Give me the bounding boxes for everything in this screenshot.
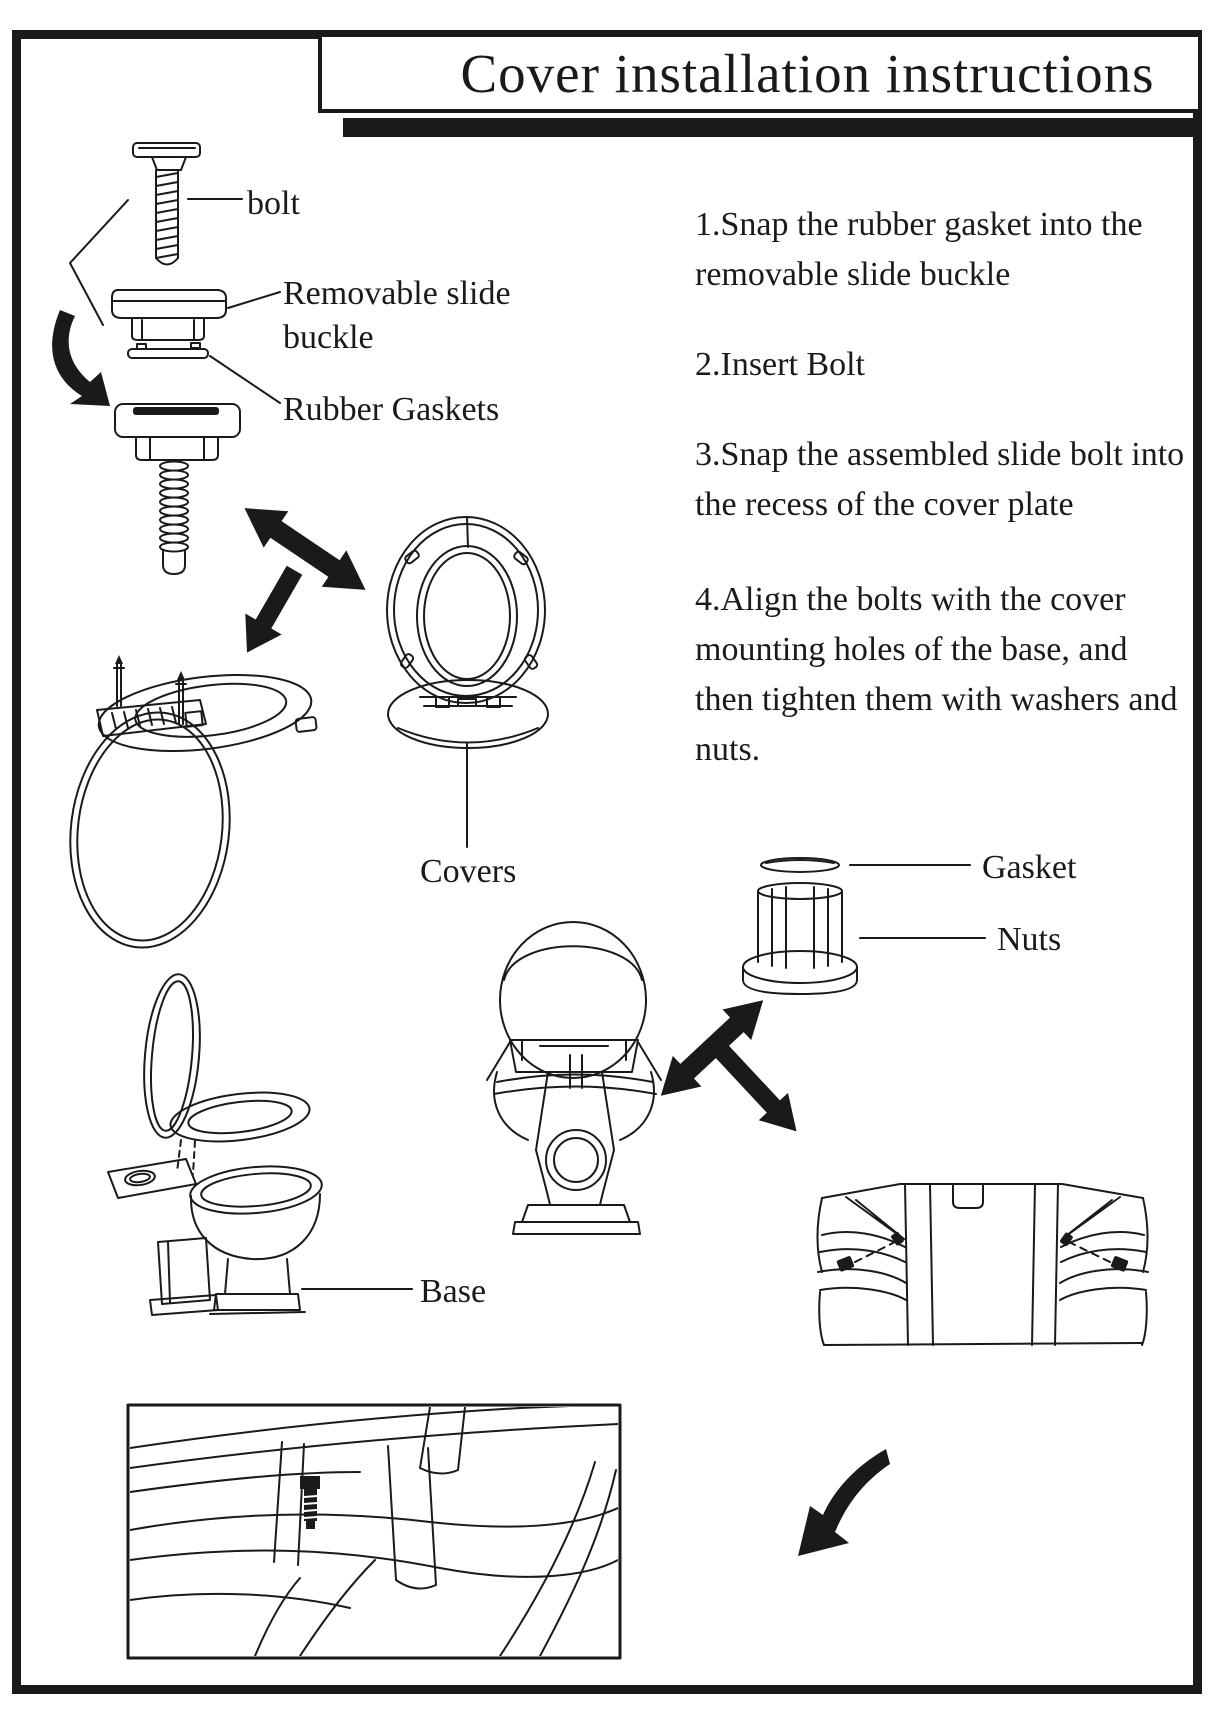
leader-line-rubber-gaskets [209,355,281,404]
rubber-gasket-drawing [127,342,209,359]
instruction-step-2: 2.Insert Bolt [695,346,865,383]
double-arrow-lower-icon [660,1000,764,1096]
title-underline-bar [343,118,1197,137]
label-base: Base [420,1273,487,1310]
label-removable-slide-buckle: Removable slide buckle [283,275,511,356]
instruction-step-3: 3.Snap the assembled slide bolt into the… [695,436,1185,523]
assembled-slide-bolt-drawing [114,403,241,575]
single-arrow-lower-icon [710,1040,797,1132]
label-nuts: Nuts [997,921,1062,958]
curved-arrow-bottom-icon [798,1449,890,1556]
cover-assembly-drawing [69,655,318,949]
single-arrow-upper-icon [245,565,303,653]
page-title: Cover installation instructions [460,42,1155,104]
removable-slide-buckle-drawing [111,289,227,341]
leader-line-buckle [227,291,281,309]
label-bolt: bolt [247,185,300,222]
title-box: Cover installation instructions [318,33,1202,113]
label-gasket: Gasket [982,849,1077,886]
bolt-drawing [132,142,201,266]
nuts-drawing [742,882,858,995]
label-rubber-gaskets: Rubber Gaskets [283,391,500,428]
rear-mounting-closeup-drawing [816,1183,1149,1346]
covers-drawing [386,516,549,749]
bracket-lines [69,199,129,326]
curved-arrow-top-left-icon [52,310,110,406]
instruction-step-4: 4.Align the bolts with the cover mountin… [695,581,1178,768]
cover-recess-closeup-panel [126,1403,622,1660]
instruction-step-1: 1.Snap the rubber gasket into the remova… [695,206,1143,293]
base-toilet-drawing [107,973,323,1316]
rear-toilet-drawing [486,921,662,1235]
double-arrow-upper-icon [244,508,366,590]
gasket-drawing [760,857,840,873]
label-covers: Covers [420,853,517,890]
